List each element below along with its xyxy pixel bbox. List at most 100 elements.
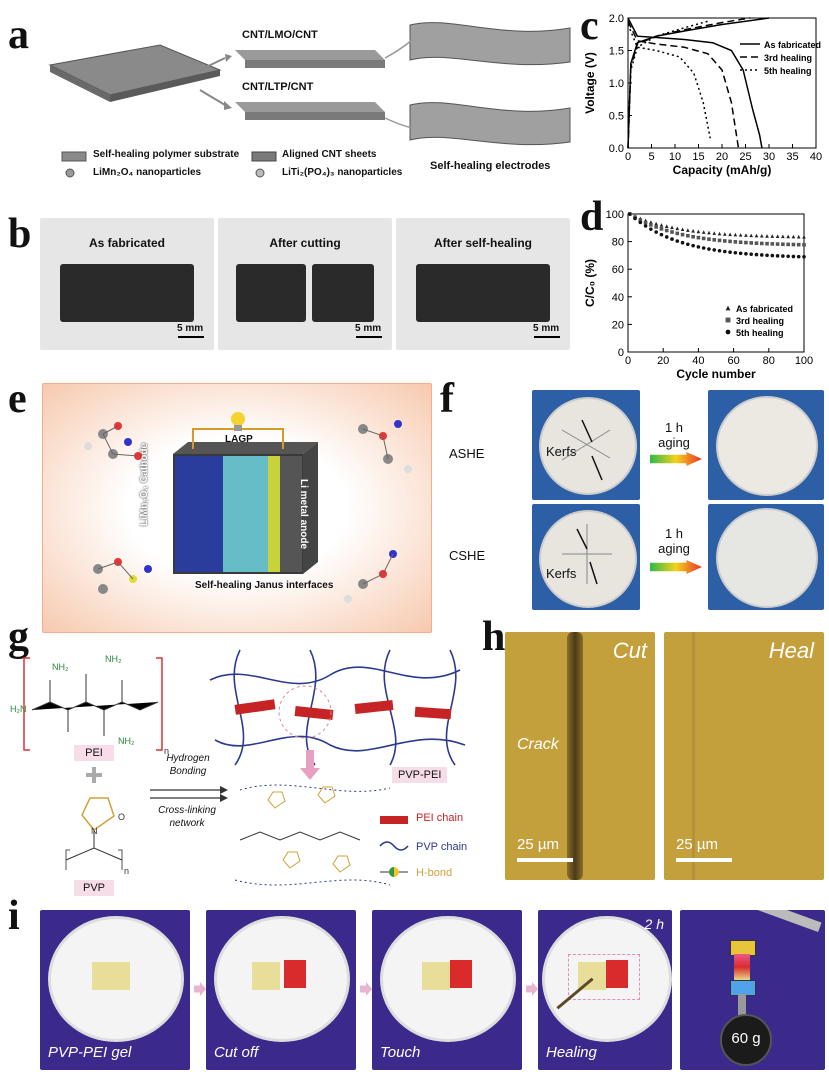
pvp-bracket-left <box>65 849 70 870</box>
chart-d-legend-marker <box>725 329 731 335</box>
chart-c-ytick-label: 0.0 <box>609 143 624 155</box>
chart-d-point <box>728 232 732 237</box>
panel-g-schematic: NH₂ NH₂ H₂N NH₂ n N O n <box>10 649 466 886</box>
arrow-head-lmo <box>225 54 232 62</box>
chart-d-point <box>744 233 748 237</box>
interfaces-label: Self-healing Janus interfaces <box>195 580 334 591</box>
weight-60g <box>720 1014 772 1066</box>
chart-d-point <box>707 237 711 241</box>
chart-d-point <box>791 242 796 247</box>
chart-d-point <box>654 230 658 234</box>
chart-d-point <box>733 250 738 255</box>
anode-label: Li metal anode <box>298 479 309 550</box>
pvp-backbone <box>65 847 123 861</box>
chart-d-point <box>654 225 658 229</box>
weight-hook <box>738 994 746 1016</box>
chart-d-point <box>802 242 806 247</box>
dish-cshe-healed <box>716 508 818 608</box>
sample-as-fabricated <box>60 264 194 322</box>
chart-d-point <box>723 239 727 243</box>
substrate-side <box>50 65 110 102</box>
lagp-layer <box>223 456 268 572</box>
micrograph-heal: Heal 25 µm <box>664 632 824 880</box>
pvp-pei-label: PVP-PEI <box>392 767 448 783</box>
lmo-stack-top <box>235 50 385 60</box>
chart-d-point <box>749 252 753 257</box>
chart-c-series-discharge <box>627 17 763 149</box>
cathode-layer <box>175 456 223 572</box>
dotted-pvp-bottom <box>234 879 391 886</box>
chart-d-point <box>759 241 764 246</box>
chart-d-point <box>796 234 801 239</box>
chart-d-point <box>675 226 680 231</box>
panel-letter-g: g <box>8 614 29 660</box>
chart-d-legend-text: 5th healing <box>736 328 784 338</box>
legend-pvp-chain-swatch <box>379 841 409 851</box>
chart-d-point <box>707 247 711 251</box>
chart-d-point <box>670 225 674 230</box>
chart-c-xlabel: Capacity (mAh/g) <box>673 163 772 177</box>
scalebar-h2 <box>676 858 732 862</box>
pei-bracket-left <box>23 657 30 751</box>
molecule-bottom-right <box>344 550 397 603</box>
chart-d-point <box>728 250 732 254</box>
sample-cut-right <box>312 264 374 322</box>
chart-c-legend-text: 5th healing <box>764 66 812 76</box>
chart-d-point <box>759 253 764 257</box>
chart-c-xtick-label: 5 <box>648 151 654 163</box>
chart-c-legend-text: 3rd healing <box>764 53 812 63</box>
aging-arrow-ashe <box>650 452 702 466</box>
panel-letter-c: c <box>580 3 599 49</box>
sample-cut-left <box>236 264 306 322</box>
zoom-circle <box>278 685 332 739</box>
chart-d-point <box>712 231 717 235</box>
molecule-top-right <box>358 420 412 473</box>
pei-chain-segments <box>234 699 452 720</box>
photo-gel: PVP-PEI gel <box>40 910 190 1070</box>
title-after-self-healing: After self-healing <box>433 236 532 250</box>
chart-d-xtick-label: 40 <box>692 355 704 367</box>
chart-d-point <box>712 238 717 242</box>
panel-letter-e: e <box>8 376 27 422</box>
photo-ashe-cut: Kerfs <box>532 390 640 500</box>
battery-side <box>303 442 318 574</box>
photo-ashe-healed <box>708 390 824 500</box>
chart-d-point <box>707 230 711 235</box>
pei-structure <box>31 674 159 736</box>
chart-d-point <box>765 253 769 258</box>
chart-d-point <box>754 252 759 257</box>
zoom-line-bottom <box>384 117 413 129</box>
legend-pvp-chain-text: PVP chain <box>416 841 468 853</box>
chart-d-legend-text: 3rd healing <box>736 316 784 326</box>
chart-d-point <box>744 251 748 256</box>
step-arrow-2 <box>360 982 372 996</box>
chart-c-xtick-label: 35 <box>786 151 798 163</box>
chart-c-xtick-label: 30 <box>763 151 775 163</box>
pvp-n-subscript: n <box>124 866 129 876</box>
chart-c-ytick-label: 1.5 <box>609 46 624 58</box>
time-label: 2 h <box>644 916 664 932</box>
scale-text-h1: 25 µm <box>517 836 559 853</box>
lmo-electrode-3d <box>409 22 571 66</box>
cathode-label: LiMn₂O₄ Cathode <box>139 442 150 526</box>
pvp-bracket-right <box>118 849 123 870</box>
pvp-n-atom: N <box>91 826 98 836</box>
scale-text-b3: 5 mm <box>533 323 560 334</box>
chart-d-point <box>775 242 780 246</box>
chart-c-xtick-label: 10 <box>669 151 681 163</box>
chart-c-series-discharge <box>627 20 740 149</box>
chart-d-point <box>664 235 669 239</box>
arrow-to-ltp <box>199 89 226 106</box>
panel-letter-i: i <box>8 893 20 939</box>
chart-c-xtick-label: 0 <box>625 151 631 163</box>
zoom-arrow-head <box>300 768 320 780</box>
panel-e-battery-schematic: LAGP LiMn₂O₄ Cathode Li metal anode Self… <box>42 383 432 633</box>
scale-text-b1: 5 mm <box>177 323 204 334</box>
crosslink-label: Cross-linking network <box>158 805 216 829</box>
legend-ltp-text: LiTi₂(PO₄)₃ nanoparticles <box>282 167 403 178</box>
chart-d-point <box>765 234 769 238</box>
panel-letter-h: h <box>482 614 506 660</box>
ltp-stack-top <box>235 102 385 112</box>
panel-a-schematic <box>48 22 571 178</box>
